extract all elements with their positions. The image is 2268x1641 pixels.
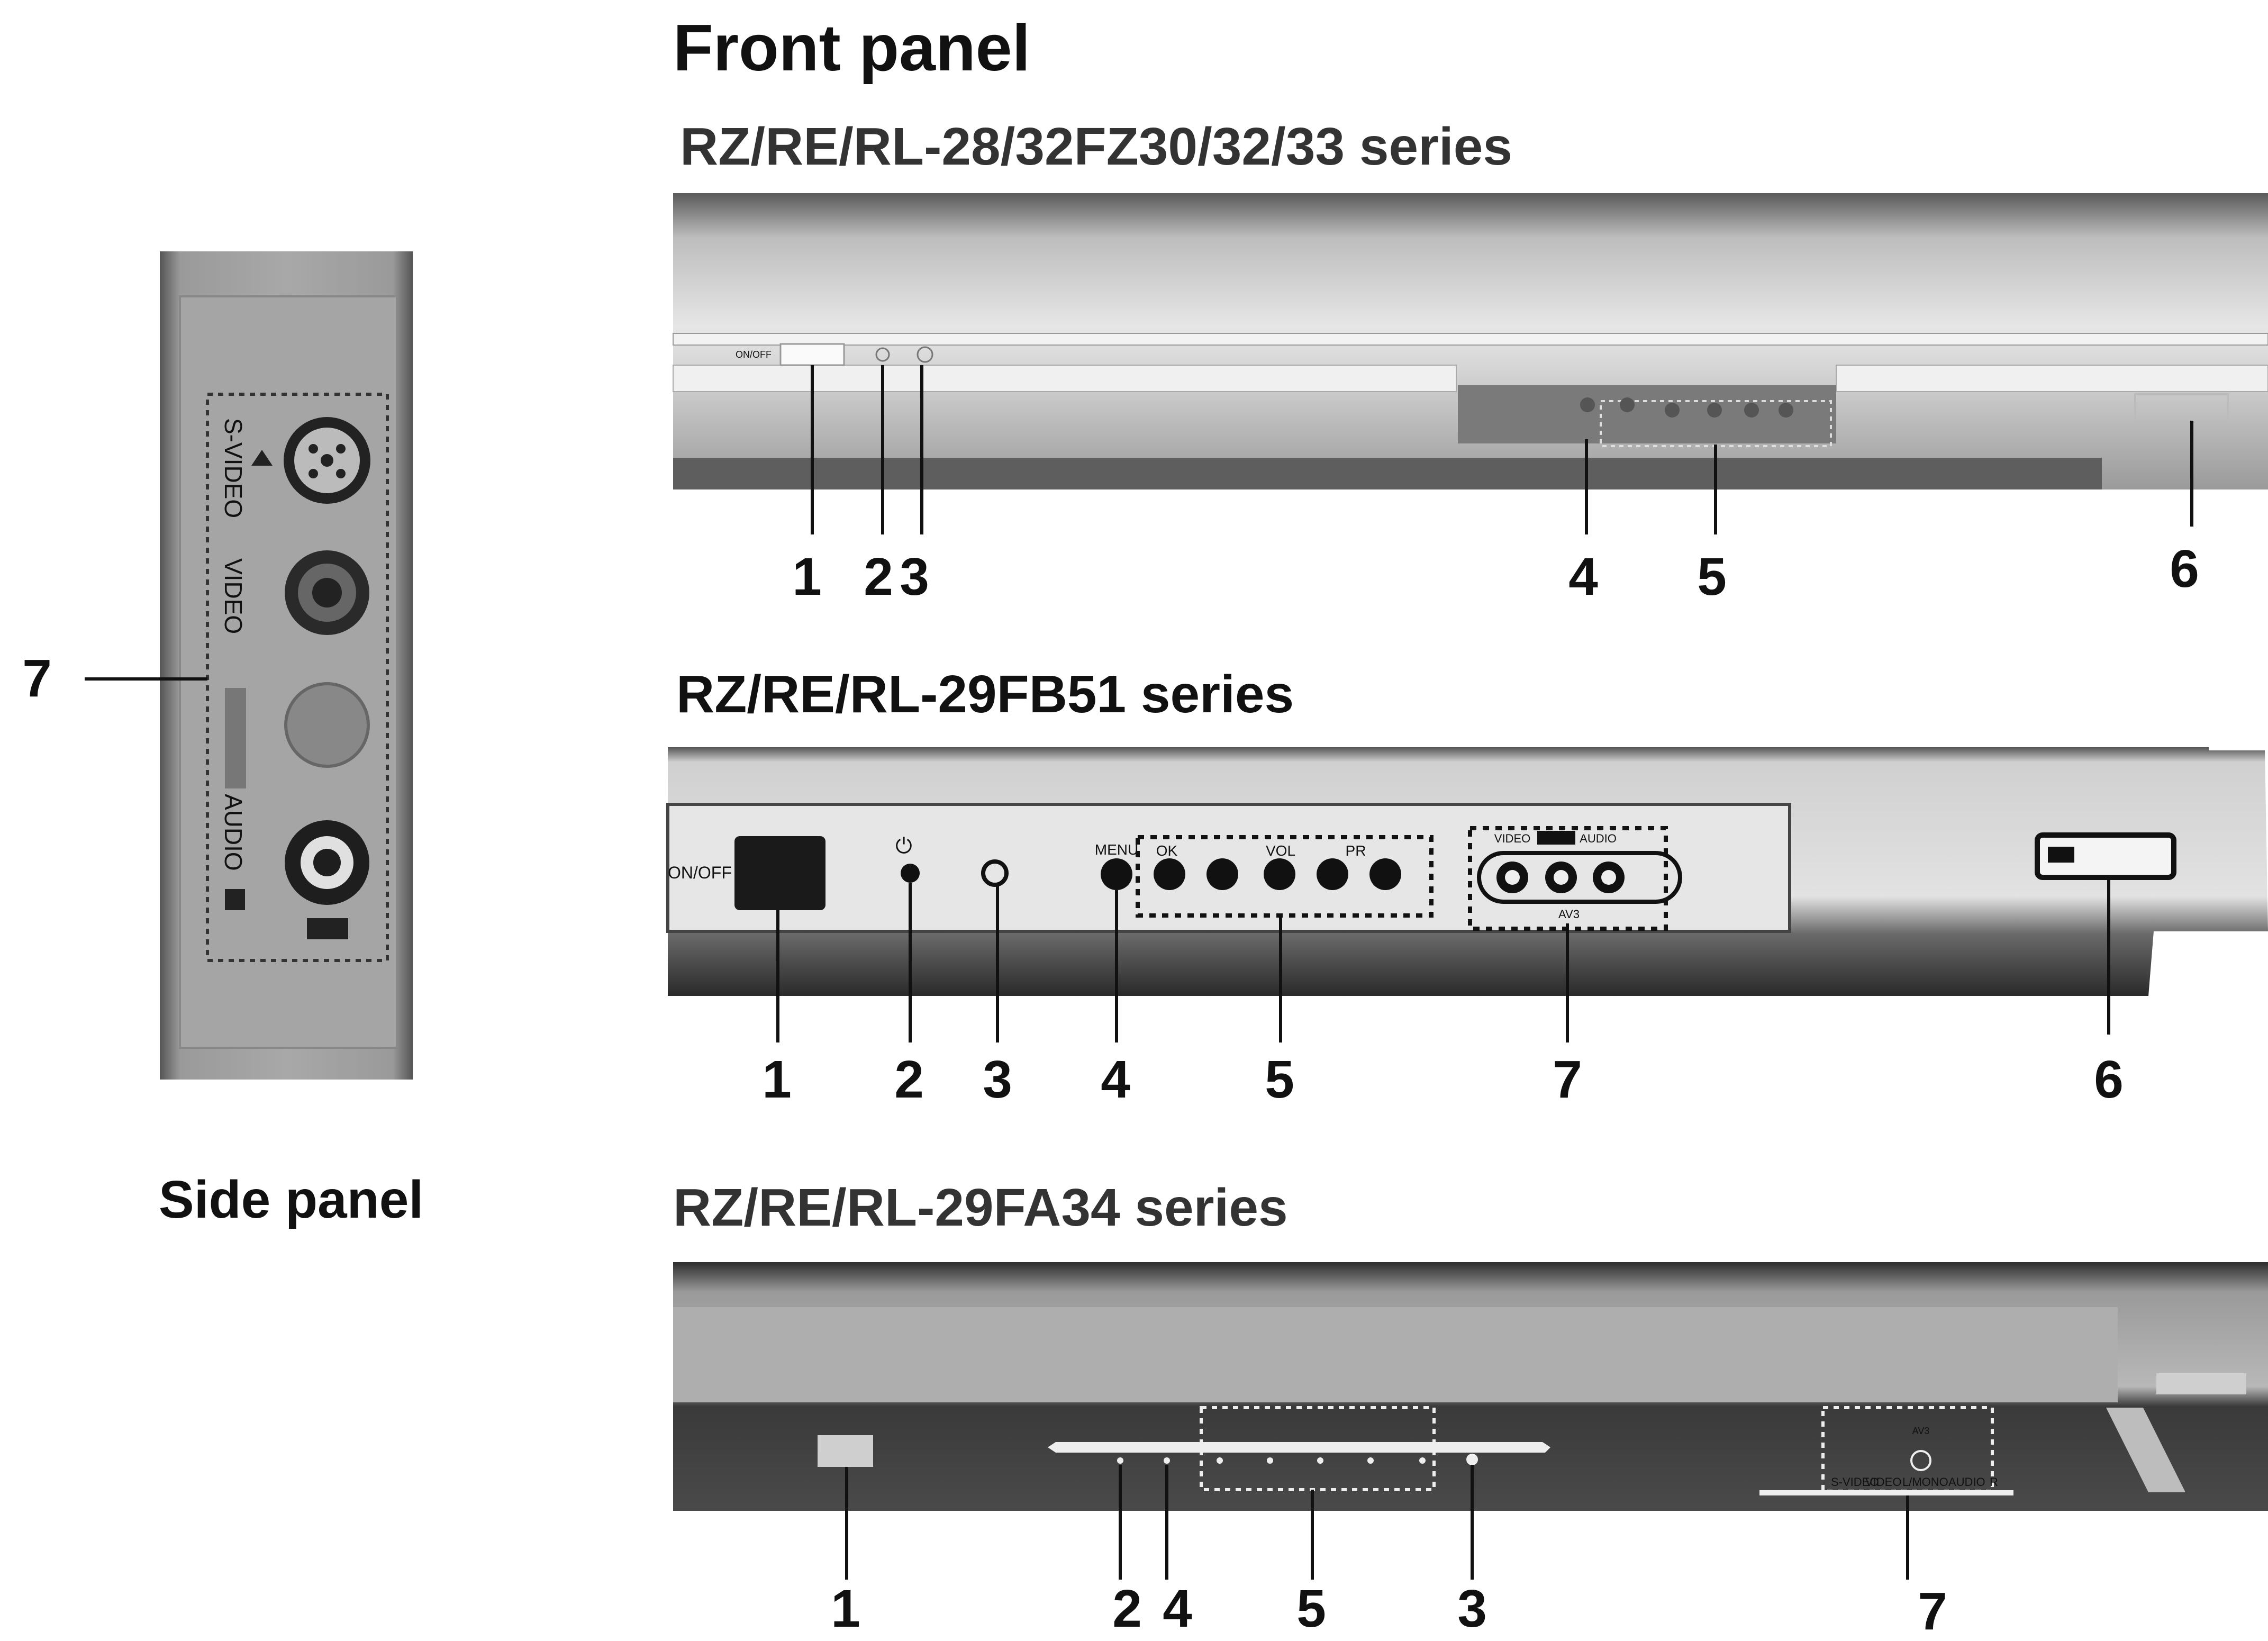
panel-3-callout-5: 5	[1296, 1579, 1326, 1638]
panel-3-callout-1: 1	[831, 1579, 860, 1638]
panel-2-vol-label: VOL	[1266, 842, 1295, 859]
panel-3-callout-3: 3	[1457, 1579, 1487, 1638]
panel-2-callout-7: 7	[1553, 1050, 1582, 1109]
panel-1-door-handle	[2134, 393, 2229, 422]
panel-1-standby-indicator	[875, 347, 890, 362]
panel-2-ok-button	[1154, 858, 1185, 890]
panel-3-av-label: AV3	[1912, 1426, 1930, 1436]
panel-3-audio-label: AUDIO	[1948, 1475, 1985, 1489]
panel-2-door-handle	[2035, 832, 2176, 880]
panel-2-onoff-label: ON/OFF	[668, 863, 732, 882]
panel-2-vol-down-button	[1206, 858, 1238, 890]
panel-2-series-title: RZ/RE/RL-29FB51 series	[676, 665, 1294, 724]
panel-2-ok-label: OK	[1156, 842, 1178, 859]
panel-3-av-group-outline	[1821, 1406, 1994, 1493]
side-svideo-label: S-VIDEO	[220, 418, 247, 518]
panel-1-callout-2: 2	[864, 547, 893, 606]
panel-2-menu-label: MENU	[1095, 841, 1138, 858]
panel-2-power-icon: ⏻	[895, 835, 912, 858]
panel-3-callout-4: 4	[1163, 1579, 1192, 1638]
panel-2-control-group-outline	[1136, 835, 1434, 918]
panel-2-menu-button	[1101, 858, 1132, 890]
panel-1-onoff-label: ON/OFF	[736, 349, 772, 360]
panel-3-jack-icon	[1910, 1450, 1931, 1471]
panel-2-vol-up-button	[1264, 858, 1295, 890]
panel-2-sensor	[981, 859, 1009, 887]
panel-2-callout-5: 5	[1265, 1050, 1294, 1109]
panel-3-control-group-outline	[1200, 1406, 1436, 1491]
panel-2-callout-3: 3	[983, 1050, 1012, 1109]
panel-2-pr-down-button	[1317, 858, 1348, 890]
panel-2-callout-2: 2	[894, 1050, 924, 1109]
side-video-label: VIDEO	[220, 558, 247, 634]
panel-3-callout-2: 2	[1112, 1579, 1142, 1638]
panel-3-svideo-label: S-VIDEO	[1831, 1475, 1879, 1489]
side-blank-jack	[284, 682, 370, 768]
panel-2-pr-label: PR	[1346, 842, 1366, 859]
panel-1-power-button	[779, 343, 845, 366]
panel-2-video-label: VIDEO	[1494, 832, 1530, 845]
panel-1-sensor	[917, 346, 933, 363]
panel-2-power-button	[734, 836, 825, 910]
panel-2-callout-4: 4	[1101, 1050, 1130, 1109]
side-callout-7: 7	[22, 649, 52, 708]
panel-2-av-label: AV3	[1558, 908, 1580, 921]
panel-2-pr-up-button	[1369, 858, 1401, 890]
side-svideo-arrow-icon	[251, 450, 273, 466]
panel-2-callout-1: 1	[762, 1050, 792, 1109]
panel-2-callout-6: 6	[2094, 1050, 2124, 1109]
panel-3-callout-7: 7	[1918, 1582, 1947, 1641]
panel-3-lmono-label: L/MONO	[1902, 1475, 1948, 1489]
panel-2-audio-label: AUDIO	[1580, 832, 1617, 845]
panel-1-callout-4: 4	[1568, 547, 1598, 606]
panel-2-standby-indicator	[901, 864, 920, 883]
side-panel-inner	[179, 295, 398, 1049]
panel-3-series-title: RZ/RE/RL-29FA34 series	[673, 1178, 1288, 1237]
side-panel-title: Side panel	[159, 1170, 424, 1229]
panel-1-callout-6: 6	[2170, 539, 2199, 599]
panel-1-control-bay	[1458, 385, 1836, 443]
panel-3-sensor	[1466, 1454, 1478, 1465]
panel-3-r-label: R	[1990, 1475, 1998, 1489]
panel-1-callout-5: 5	[1697, 547, 1727, 606]
panel-1-callout-1: 1	[792, 547, 822, 606]
panel-3-video-label: VIDEO	[1865, 1475, 1901, 1489]
page-title: Front panel	[673, 12, 1031, 85]
panel-1-callout-3: 3	[900, 547, 929, 606]
panel-1-series-title: RZ/RE/RL-28/32FZ30/32/33 series	[680, 117, 1512, 176]
side-audio-label: AUDIO	[220, 794, 247, 871]
panel-3-power-button	[818, 1435, 873, 1467]
